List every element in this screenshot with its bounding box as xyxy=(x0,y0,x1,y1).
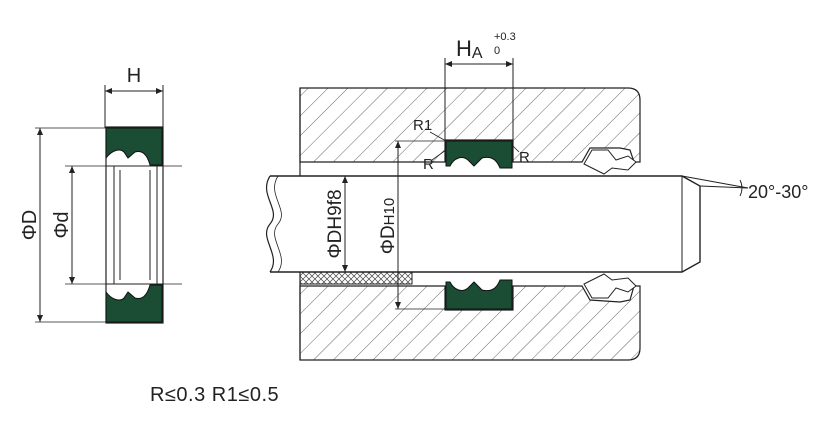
wiper-profile-bottom xyxy=(583,273,637,299)
groove-width-label: HA xyxy=(456,36,483,62)
guide-strip xyxy=(299,271,413,285)
tolerance-upper: +0.3 xyxy=(494,31,516,43)
groove-seal-bottom xyxy=(445,279,513,310)
seal-section-view: H ΦD Φd xyxy=(19,65,182,324)
bore-diameter-label: ΦDH10 xyxy=(378,198,399,254)
r1-radius-label: R1 xyxy=(413,117,432,134)
installation-view: HA +0.3 0 R1 R R ΦDH9f8 ΦDH10 20°-30° xyxy=(265,31,808,361)
housing-top xyxy=(299,87,641,163)
h-dimension-label: H xyxy=(127,65,141,87)
seal-profile-bottom xyxy=(105,284,163,323)
radius-tolerance-note: R≤0.3 R1≤0.5 xyxy=(150,384,280,406)
housing-bottom xyxy=(299,285,641,361)
r-radius-right-label: R xyxy=(519,149,530,166)
piston-rod xyxy=(270,175,701,273)
inner-diameter-label: Φd xyxy=(51,211,73,238)
tolerance-lower: 0 xyxy=(494,45,500,57)
wiper-profile-top xyxy=(583,149,637,175)
r-radius-left-label: R xyxy=(423,156,434,173)
chamfer-angle-label: 20°-30° xyxy=(748,182,808,202)
groove-seal-top xyxy=(445,140,513,169)
rod-diameter-label: ΦDH9f8 xyxy=(325,189,346,258)
outer-diameter-label: ΦD xyxy=(19,210,41,240)
seal-profile-top xyxy=(105,127,163,166)
